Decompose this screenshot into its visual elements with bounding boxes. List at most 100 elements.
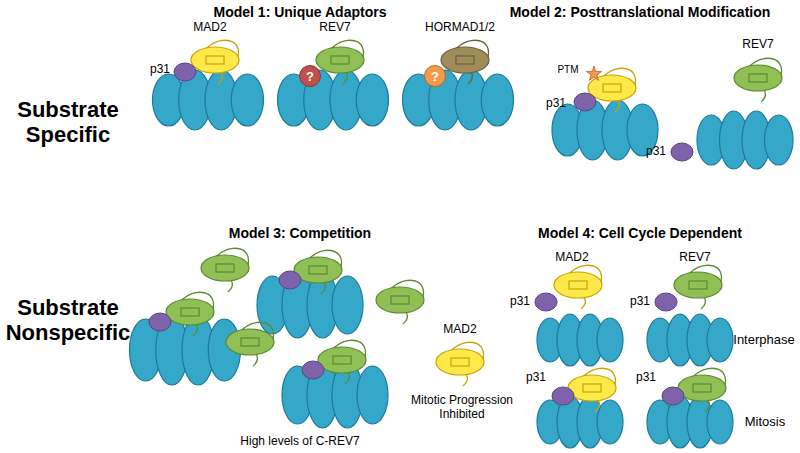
proteasome-barrel bbox=[403, 70, 514, 130]
tail bbox=[228, 280, 232, 292]
note: High levels of C-REV7 bbox=[240, 435, 359, 449]
tail bbox=[193, 324, 197, 336]
unknown-adaptor-circle: ? bbox=[299, 65, 321, 87]
protein-label: p31 bbox=[150, 63, 170, 77]
row-heading: Substrate Specific bbox=[3, 97, 133, 148]
protein-body bbox=[674, 272, 722, 298]
p31-oval bbox=[655, 293, 677, 311]
protein-core bbox=[206, 56, 224, 64]
tail bbox=[253, 354, 257, 366]
phase-label: Mitosis bbox=[745, 415, 785, 430]
protein-body bbox=[554, 272, 602, 298]
p31-oval bbox=[279, 271, 301, 289]
tail bbox=[701, 297, 705, 309]
horma-protein bbox=[191, 40, 239, 84]
protein-label: REV7 bbox=[679, 251, 710, 265]
barrel-lobe bbox=[765, 115, 794, 165]
protein-label: p31 bbox=[526, 371, 546, 385]
horma-protein bbox=[674, 265, 722, 309]
tail bbox=[595, 400, 599, 412]
protein-core bbox=[391, 296, 409, 304]
protein-core bbox=[693, 384, 711, 392]
horma-protein bbox=[316, 40, 364, 84]
protein-label: REV7 bbox=[742, 38, 773, 52]
protein-label: p31 bbox=[646, 145, 666, 159]
protein-label: MAD2 bbox=[193, 21, 226, 35]
note: Mitotic Progression Inhibited bbox=[402, 394, 522, 422]
protein-core bbox=[583, 384, 601, 392]
protein-body bbox=[441, 47, 489, 73]
barrel-lobe bbox=[357, 366, 388, 424]
model-title: Model 2: Posttranslational Modification bbox=[510, 4, 771, 20]
row-heading: Substrate Nonspecific bbox=[3, 295, 133, 346]
model-title: Model 4: Cell Cycle Dependent bbox=[538, 225, 742, 241]
phase-label: Interphase bbox=[733, 333, 794, 348]
protein-body bbox=[376, 287, 424, 313]
proteasome-barrel bbox=[537, 396, 623, 448]
protein-body bbox=[588, 75, 636, 101]
p31-oval bbox=[302, 361, 324, 379]
tail bbox=[321, 282, 325, 294]
tail bbox=[761, 90, 765, 102]
protein-body bbox=[436, 349, 484, 375]
tail bbox=[581, 297, 585, 309]
p31-oval bbox=[671, 143, 693, 161]
barrel-lobe bbox=[707, 318, 733, 362]
protein-body bbox=[201, 255, 249, 281]
barrel-lobe bbox=[332, 276, 363, 334]
tail bbox=[403, 312, 407, 324]
protein-label: p31 bbox=[630, 295, 650, 309]
protein-core bbox=[456, 56, 474, 64]
protein-core bbox=[309, 266, 327, 274]
proteasome-barrel bbox=[647, 314, 733, 366]
protein-core bbox=[331, 56, 349, 64]
protein-label: p31 bbox=[636, 371, 656, 385]
horma-protein bbox=[678, 368, 726, 412]
protein-label: p31 bbox=[546, 97, 566, 111]
protein-label: REV7 bbox=[319, 21, 350, 35]
horma-protein bbox=[734, 58, 782, 102]
ptm-star bbox=[586, 66, 601, 80]
tail bbox=[615, 100, 619, 112]
protein-label: HORMAD1/2 bbox=[425, 21, 495, 35]
protein-body bbox=[568, 375, 616, 401]
protein-body bbox=[166, 299, 214, 325]
proteasome-barrel bbox=[647, 396, 733, 448]
barrel-lobe bbox=[597, 400, 623, 444]
unknown-adaptor-circle: ? bbox=[424, 65, 446, 87]
horma-protein bbox=[318, 340, 366, 384]
protein-body bbox=[678, 375, 726, 401]
p31-oval bbox=[662, 387, 684, 405]
protein-label: MAD2 bbox=[555, 251, 588, 265]
protein-body bbox=[226, 329, 274, 355]
node-text: ? bbox=[306, 70, 314, 83]
protein-core bbox=[749, 74, 767, 82]
protein-label: MAD2 bbox=[443, 323, 476, 337]
p31-oval bbox=[174, 63, 196, 81]
barrel-lobe bbox=[597, 318, 623, 362]
protein-body bbox=[734, 65, 782, 91]
horma-protein bbox=[226, 322, 274, 366]
proteasome-barrel bbox=[537, 314, 623, 366]
proteasome-barrel bbox=[278, 70, 389, 130]
proteasome-barrel bbox=[552, 100, 658, 160]
proteasome-barrel bbox=[153, 70, 264, 130]
protein-core bbox=[451, 358, 469, 366]
barrel-lobe bbox=[231, 74, 263, 126]
p31-oval bbox=[574, 93, 596, 111]
tail bbox=[468, 72, 472, 84]
barrel-lobe bbox=[356, 74, 388, 126]
protein-body bbox=[191, 47, 239, 73]
tail bbox=[218, 72, 222, 84]
protein-body bbox=[318, 347, 366, 373]
horma-protein bbox=[294, 250, 342, 294]
protein-core bbox=[569, 281, 587, 289]
proteasome-barrel bbox=[697, 111, 793, 169]
horma-protein bbox=[201, 248, 249, 292]
protein-core bbox=[181, 308, 199, 316]
p31-oval bbox=[552, 387, 574, 405]
horma-protein bbox=[568, 368, 616, 412]
horma-protein bbox=[441, 40, 489, 84]
protein-core bbox=[689, 281, 707, 289]
